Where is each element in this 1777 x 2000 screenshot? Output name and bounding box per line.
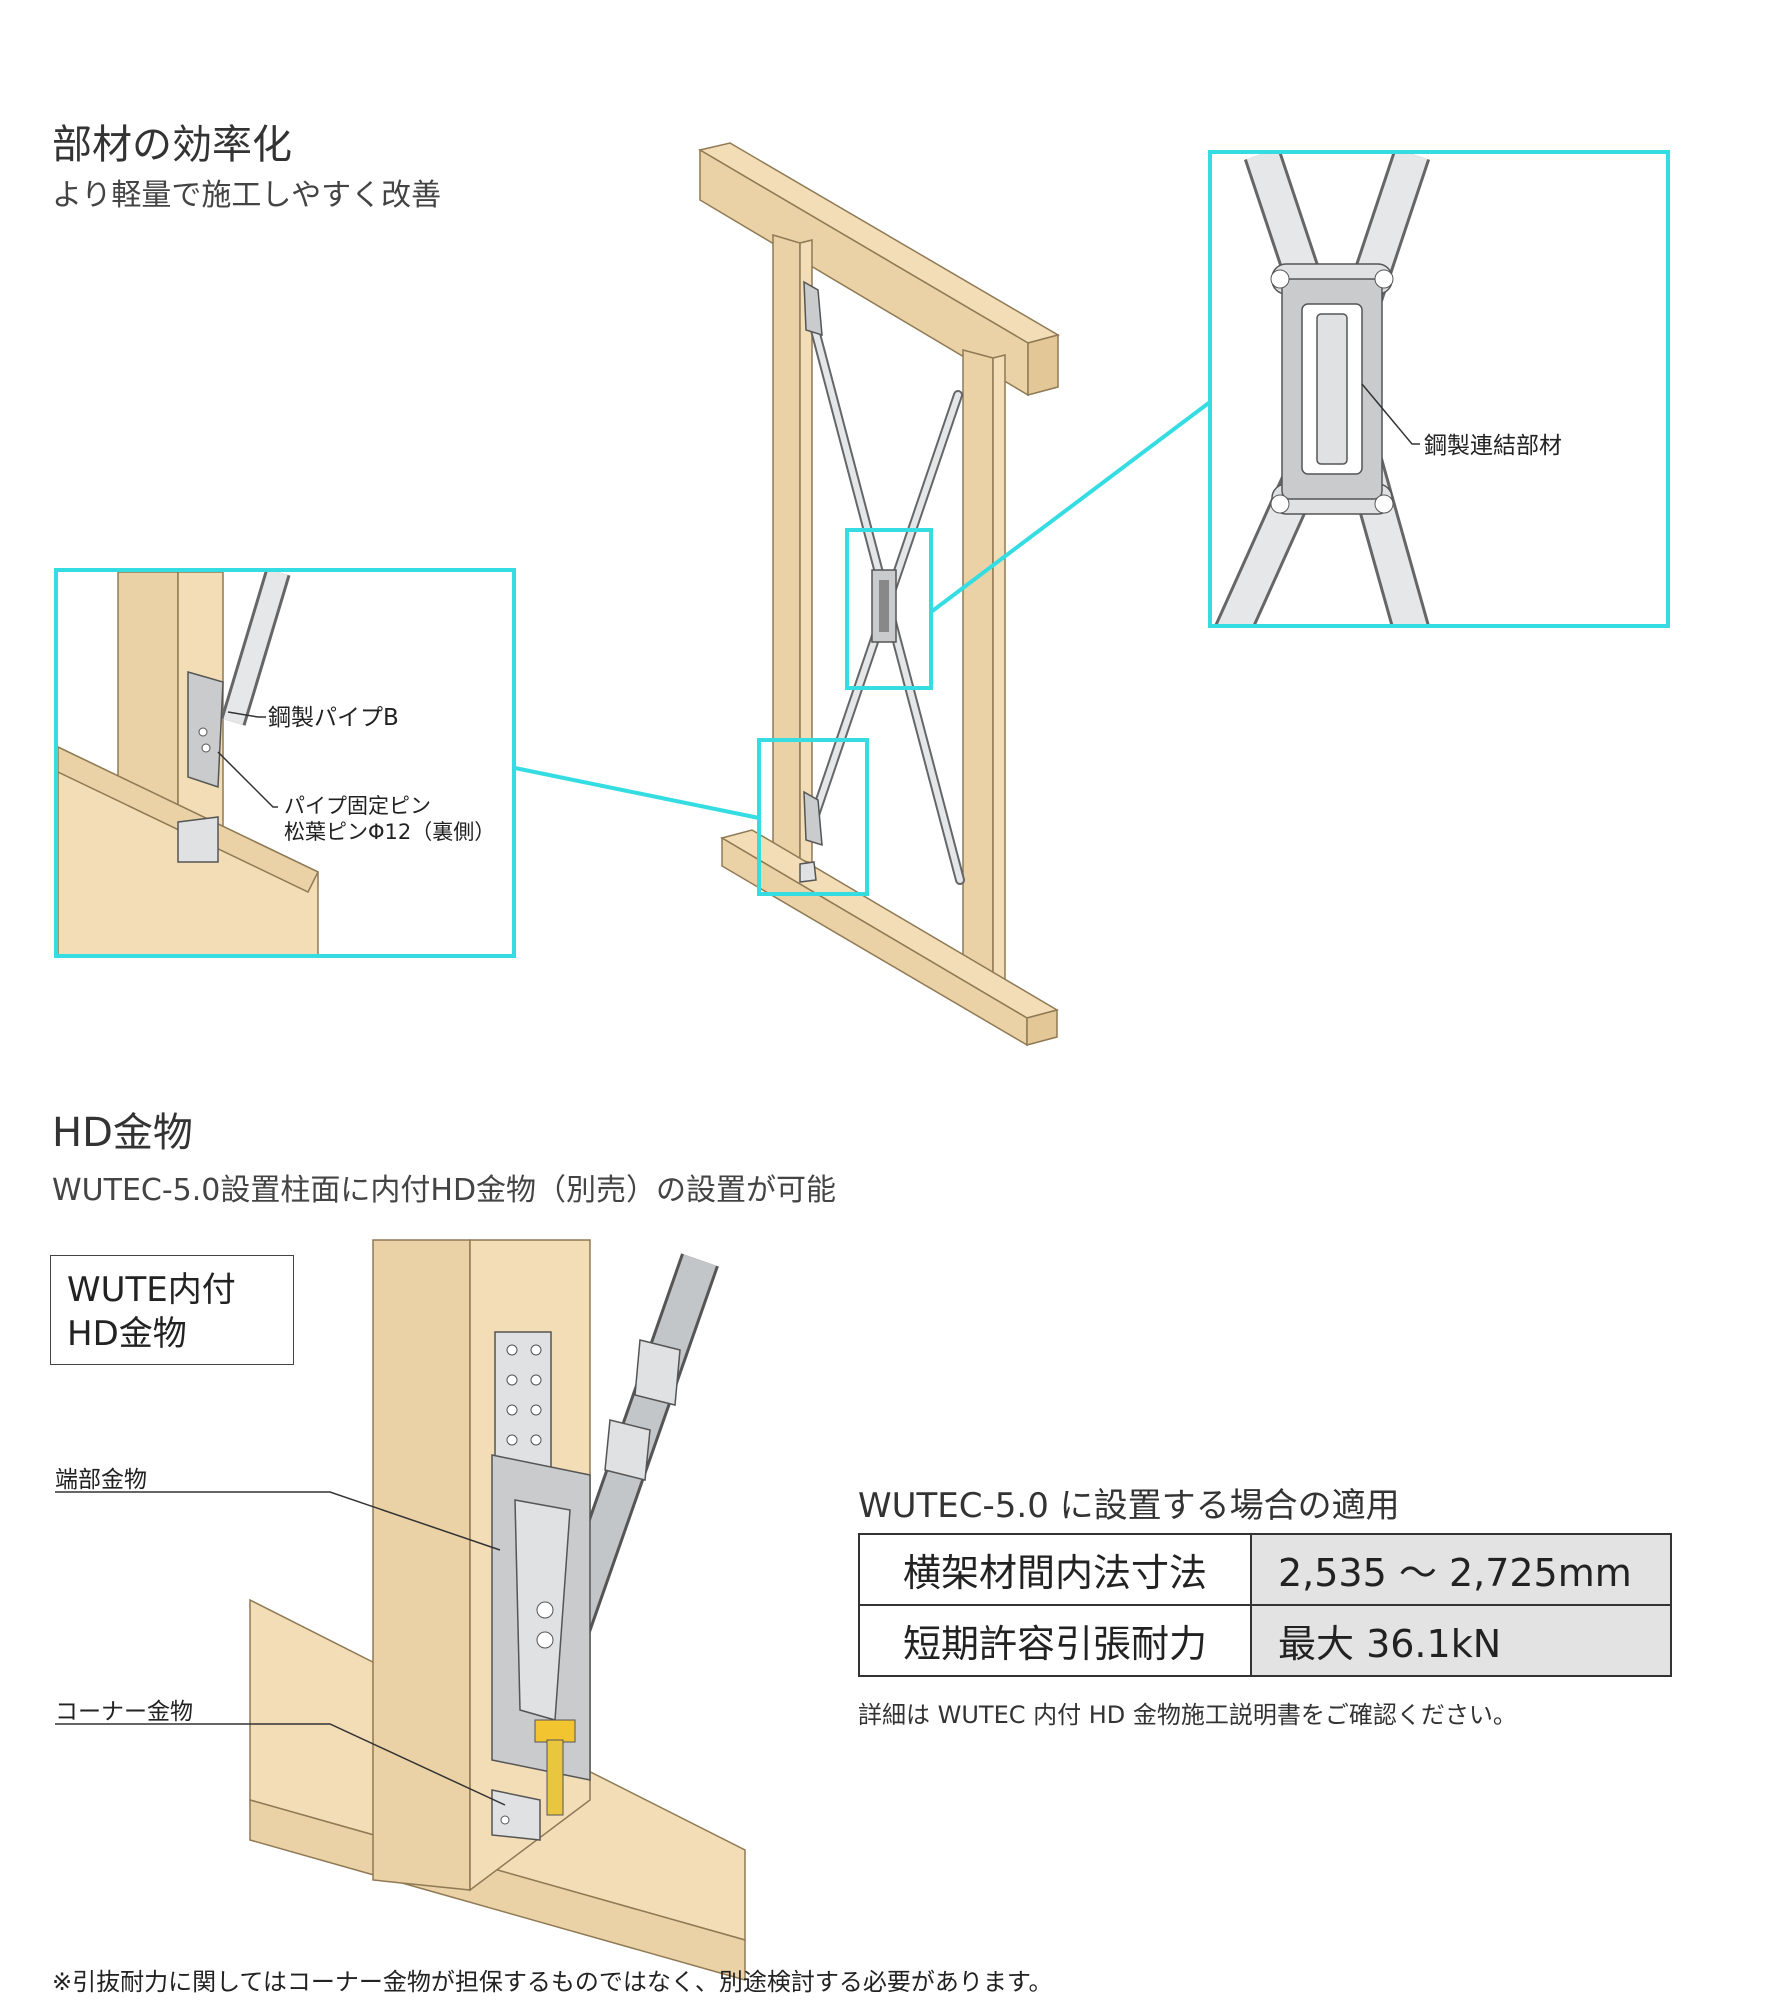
callout-pin-line1: パイプ固定ピン xyxy=(284,794,431,818)
bottom-bracket xyxy=(803,790,823,847)
spec-note: 詳細は WUTEC 内付 HD 金物施工説明書をご確認ください。 xyxy=(858,1701,1517,1729)
wall-frame-illustration xyxy=(698,142,1060,1047)
label-corner-fitting: コーナー金物 xyxy=(55,1699,193,1725)
hex-nut-upper xyxy=(634,1339,681,1406)
section1-title: 部材の効率化 xyxy=(52,122,292,168)
section2-subtitle: WUTEC-5.0設置柱面に内付HD金物（別売）の設置が可能 xyxy=(52,1173,837,1208)
highlight-connector xyxy=(845,528,933,690)
callout-pipe-b: 鋼製パイプB xyxy=(268,705,399,731)
table-row: 短期許容引張耐力 最大 36.1kN xyxy=(858,1604,1672,1677)
hex-nut-lower xyxy=(604,1419,651,1481)
section2-title: HD金物 xyxy=(52,1110,193,1156)
section1-subtitle: より軽量で施工しやすく改善 xyxy=(52,178,442,213)
callout-pin-line2: 松葉ピンΦ12（裏側） xyxy=(284,820,496,844)
top-bracket xyxy=(803,280,823,337)
hd-hardware-illustration xyxy=(55,1239,746,1981)
hd-box-line1: WUTE内付 xyxy=(67,1270,236,1310)
label-end-fitting: 端部金物 xyxy=(55,1467,147,1493)
corner-bracket-detail xyxy=(177,816,219,863)
table-row: 横架材間内法寸法 2,535 〜 2,725mm xyxy=(858,1533,1672,1606)
zoom-base-detail: 鋼製パイプB パイプ固定ピン 松葉ピンΦ12（裏側） xyxy=(54,568,516,958)
corner-bracket-small xyxy=(799,861,817,883)
hd-post-left xyxy=(372,1239,471,1891)
zoom-connector-detail: 鋼製連結部材 xyxy=(1208,150,1670,628)
callout-connector: 鋼製連結部材 xyxy=(1424,433,1562,459)
spec-value: 2,535 〜 2,725mm xyxy=(1250,1533,1672,1606)
spec-label: 短期許容引張耐力 xyxy=(858,1604,1252,1677)
zoom-lines xyxy=(514,400,1212,820)
spec-table: 横架材間内法寸法 2,535 〜 2,725mm 短期許容引張耐力 最大 36.… xyxy=(858,1533,1672,1677)
spec-heading: WUTEC-5.0 に設置する場合の適用 xyxy=(858,1486,1400,1526)
hd-box-line2: HD金物 xyxy=(67,1314,187,1354)
spec-label: 横架材間内法寸法 xyxy=(858,1533,1252,1606)
spec-value: 最大 36.1kN xyxy=(1250,1604,1672,1677)
footnote: ※引抜耐力に関してはコーナー金物が担保するものではなく、別途検討する必要がありま… xyxy=(52,1968,1053,1996)
corner-fitting-shape xyxy=(491,1789,541,1841)
hd-box-label: WUTE内付 HD金物 xyxy=(50,1255,294,1365)
